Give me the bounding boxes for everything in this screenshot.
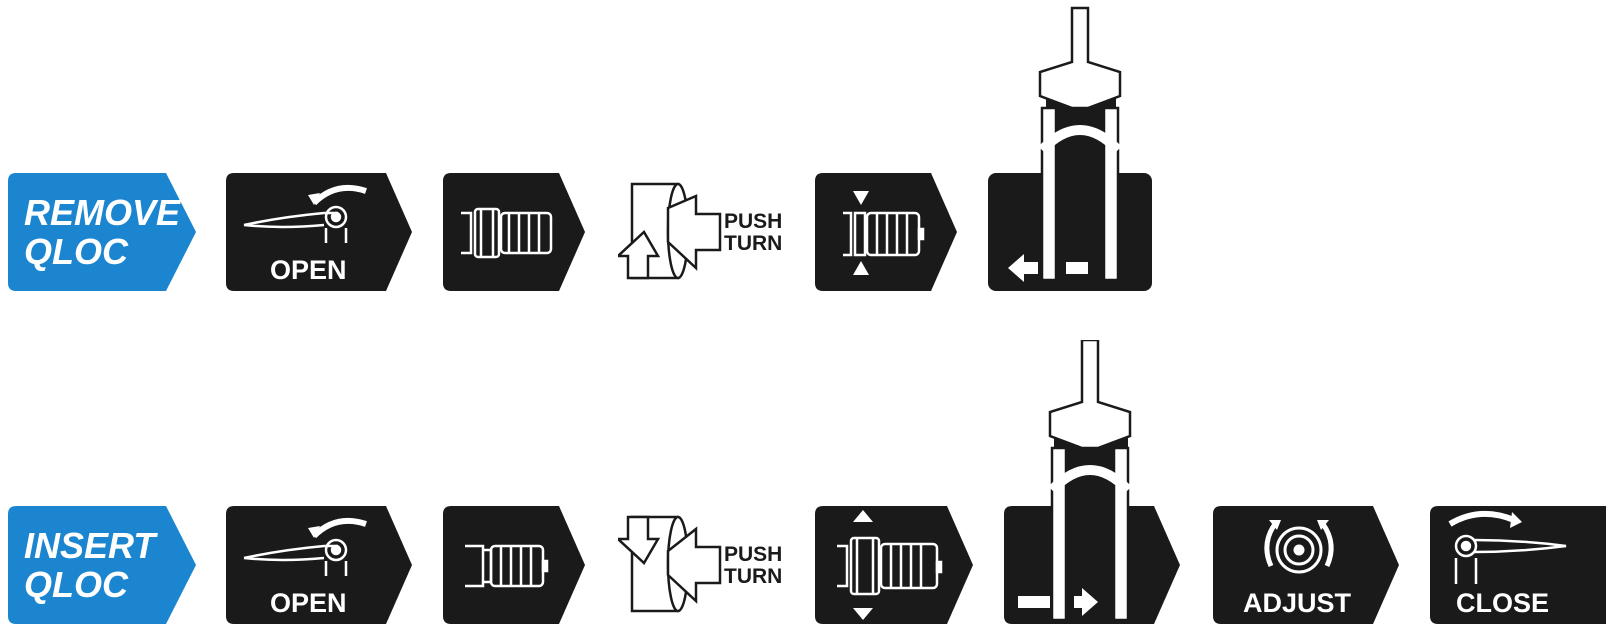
insert-adjust-label: ADJUST — [1243, 588, 1352, 618]
qr-lever-closed-icon — [1448, 510, 1567, 584]
insert-step-open: OPEN — [226, 506, 414, 624]
insert-turn-label: TURN — [724, 565, 782, 588]
remove-qloc-row: REMOVE QLOC OPEN — [0, 0, 1606, 300]
compress-axle-icon — [843, 191, 925, 275]
knob-push-turn-icon — [618, 515, 722, 613]
remove-turn-label: TURN — [724, 232, 782, 255]
knob-push-turn-icon — [618, 182, 722, 280]
adjust-dial-icon — [1264, 520, 1334, 574]
insert-title-line2: QLOC — [24, 564, 129, 605]
insert-title-line1: INSERT — [24, 525, 158, 566]
remove-qloc-title-chip: REMOVE QLOC — [8, 173, 198, 291]
qr-lever-icon — [243, 185, 367, 243]
qr-lever-icon — [243, 518, 367, 576]
insert-step-expand — [815, 506, 975, 624]
remove-title-line2: QLOC — [24, 231, 129, 272]
insert-step-fork — [1004, 340, 1184, 624]
remove-step-axle — [443, 173, 587, 291]
insert-push-turn: PUSH TURN — [618, 511, 788, 619]
insert-step-axle — [443, 506, 587, 624]
insert-push-label: PUSH — [724, 543, 782, 566]
axle-icon — [465, 544, 549, 588]
insert-qloc-row: INSERT QLOC OPEN — [0, 330, 1606, 638]
insert-step-close: CLOSE — [1430, 506, 1606, 624]
insert-close-label: CLOSE — [1456, 588, 1549, 618]
suspension-fork-icon — [1038, 6, 1122, 282]
insert-open-label: OPEN — [270, 588, 347, 618]
push-right-arrow-icon — [1018, 588, 1098, 616]
remove-push-label: PUSH — [724, 210, 782, 233]
pull-left-arrow-icon — [1008, 254, 1088, 282]
remove-step-open: OPEN — [226, 173, 414, 291]
expand-axle-icon — [837, 510, 943, 620]
remove-open-label: OPEN — [270, 255, 347, 285]
axle-icon — [461, 207, 553, 259]
remove-step-fork — [988, 0, 1153, 292]
insert-step-adjust: ADJUST — [1213, 506, 1401, 624]
remove-push-turn: PUSH TURN — [618, 178, 788, 286]
suspension-fork-icon — [1048, 340, 1132, 622]
remove-title-line1: REMOVE — [24, 192, 181, 233]
insert-qloc-title-chip: INSERT QLOC — [8, 506, 198, 624]
remove-step-compress — [815, 173, 959, 291]
